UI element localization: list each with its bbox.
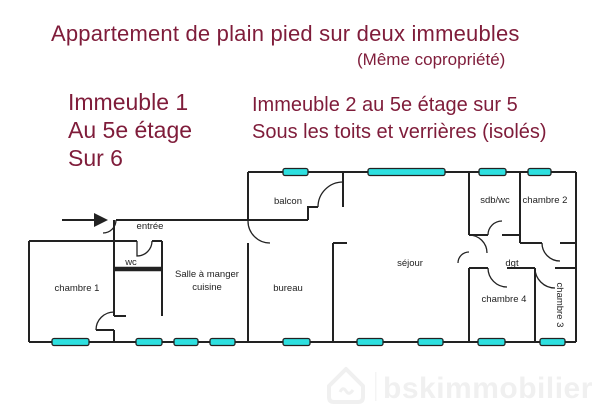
building1-line3: Sur 6: [68, 145, 123, 171]
building1-line2: Au 5e étage: [68, 117, 193, 143]
room-label-wc: wc: [124, 257, 137, 268]
room-label-salle-a-manger: Salle à manger: [175, 269, 239, 280]
watermark-house-mark: [338, 387, 355, 395]
room-label-chambre4: chambre 4: [482, 294, 527, 305]
room-label-sdb-wc: sdb/wc: [480, 195, 510, 206]
window: [209, 337, 236, 347]
room-label-sejour: séjour: [397, 258, 423, 269]
page-title: Appartement de plain pied sur deux immeu…: [51, 21, 520, 46]
window: [417, 337, 444, 347]
room-label-bureau: bureau: [273, 283, 303, 294]
building2-caption: Immeuble 2 au 5e étage sur 5 Sous les to…: [252, 92, 547, 146]
room-label-entree: entrée: [137, 221, 164, 232]
window: [539, 337, 566, 347]
window: [356, 337, 384, 347]
watermark: bskimmobilier: [327, 367, 593, 405]
building2-line2: Sous les toits et verrières (isolés): [252, 121, 547, 143]
building1-caption: Immeuble 1 Au 5e étage Sur 6: [68, 88, 192, 172]
window: [282, 167, 309, 177]
building2-line1: Immeuble 2 au 5e étage sur 5: [252, 94, 518, 116]
entrance-arrow-icon: [62, 213, 108, 227]
watermark-text: bskimmobilier: [383, 372, 593, 405]
building1-line1: Immeuble 1: [68, 89, 189, 115]
window: [527, 167, 552, 177]
room-label-cuisine: cuisine: [192, 282, 222, 293]
room-label-chambre3: chambre 3: [554, 283, 565, 328]
window: [477, 337, 506, 347]
window: [367, 167, 446, 177]
window: [173, 337, 199, 347]
watermark-house-icon: [327, 367, 365, 404]
room-label-chambre2: chambre 2: [523, 195, 568, 206]
room-label-chambre1: chambre 1: [55, 283, 100, 294]
windows-top: [282, 167, 552, 177]
page-subtitle: (Même copropriété): [357, 50, 506, 69]
watermark-divider: [375, 372, 377, 401]
window: [51, 337, 90, 347]
door-arcs: [95, 181, 561, 331]
room-label-balcon: balcon: [274, 196, 302, 207]
window: [478, 167, 507, 177]
windows-bottom: [51, 337, 566, 347]
window: [135, 337, 163, 347]
room-label-dgt: dgt: [505, 258, 519, 269]
window: [282, 337, 311, 347]
